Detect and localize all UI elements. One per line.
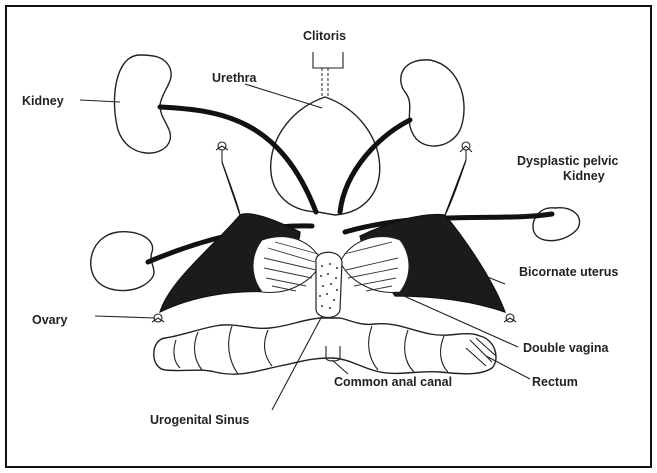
urogenital-sinus-shape (316, 252, 342, 317)
label-dysplastic-kidney-line1: Dysplastic pelvic (517, 154, 618, 168)
left-pelvic-kidney (91, 232, 154, 291)
label-double-vagina: Double vagina (523, 341, 609, 355)
label-bicornate-uterus: Bicornate uterus (519, 265, 618, 279)
label-urethra: Urethra (212, 71, 258, 85)
label-ovary: Ovary (32, 313, 67, 327)
label-rectum: Rectum (532, 375, 578, 389)
label-clitoris: Clitoris (303, 29, 346, 43)
label-common-anal-canal: Common anal canal (334, 375, 452, 389)
label-dysplastic-kidney-line2: Kidney (563, 169, 605, 183)
label-urogenital-sinus: Urogenital Sinus (150, 413, 249, 427)
label-kidney: Kidney (22, 94, 64, 108)
